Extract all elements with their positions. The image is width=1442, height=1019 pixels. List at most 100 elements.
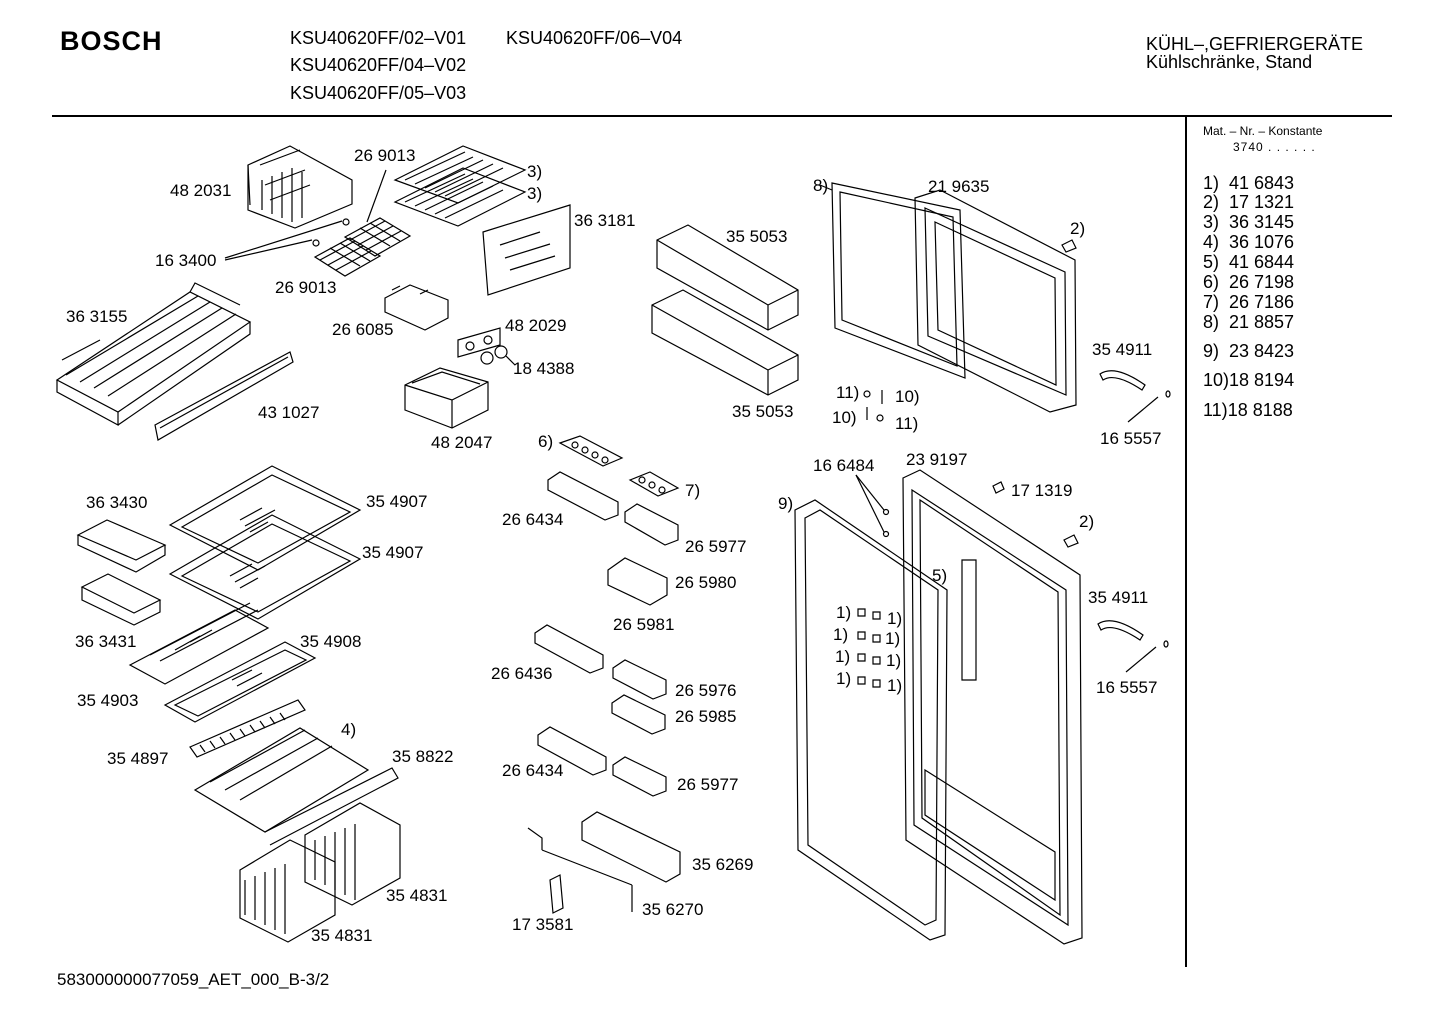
part-label: 16 5557 xyxy=(1096,678,1158,697)
part-label: 26 5980 xyxy=(675,573,737,592)
part-label: 1) xyxy=(833,625,849,644)
hinge-cap xyxy=(1064,535,1078,547)
part-label: 35 4907 xyxy=(362,543,424,562)
part-label: 2) xyxy=(1070,219,1086,238)
legend-value: 41 6844 xyxy=(1229,252,1295,272)
fastener xyxy=(858,609,880,687)
vent-grille xyxy=(190,700,305,757)
part-label: 5) xyxy=(932,566,948,585)
legend-value: 18 8188 xyxy=(1227,400,1293,420)
legend-item: 1)41 6843 xyxy=(1203,173,1294,193)
egg-tray xyxy=(560,436,678,496)
model-number: KSU40620FF/02–V01 xyxy=(290,28,467,48)
part-label: 26 5977 xyxy=(685,537,747,556)
part-label: 7) xyxy=(685,481,701,500)
part-label: 35 6269 xyxy=(692,855,754,874)
leader-line xyxy=(367,170,386,222)
part-label: 3) xyxy=(527,162,543,181)
model-number: KSU40620FF/05–V03 xyxy=(290,83,467,103)
part-label: 18 4388 xyxy=(513,359,575,378)
leader-line xyxy=(225,221,342,258)
door-handle xyxy=(1098,371,1170,672)
part-label: 1) xyxy=(887,676,903,695)
legend-value: 18 8194 xyxy=(1229,370,1295,390)
part-label: 35 4911 xyxy=(1088,588,1149,607)
part-label: 35 6270 xyxy=(642,900,704,919)
legend-key: 8) xyxy=(1203,312,1220,332)
part-label: 21 9635 xyxy=(928,177,990,196)
legend-value: 41 6843 xyxy=(1229,173,1295,193)
crisper-glass xyxy=(195,728,398,845)
part-label: 6) xyxy=(538,432,554,451)
leader-line xyxy=(820,185,832,190)
part-label: 48 2031 xyxy=(170,181,232,200)
legend-item: 8) 21 8857 xyxy=(1203,312,1294,332)
part-label: 35 4903 xyxy=(77,691,139,710)
legend-value: 36 3145 xyxy=(1229,212,1295,232)
fridge-door-gasket xyxy=(795,500,947,940)
legend-item: 10)18 8194 xyxy=(1203,370,1294,390)
category-title: KÜHL–,GEFRIERGERÄTE xyxy=(1146,34,1364,54)
model-number: KSU40620FF/04–V02 xyxy=(290,55,467,75)
part-label: 35 4908 xyxy=(300,632,362,651)
legend-constant: 3740 . . . . . . xyxy=(1233,140,1316,154)
freezer-door xyxy=(915,190,1076,412)
legend-value: 36 1076 xyxy=(1229,232,1295,252)
part-label: 1) xyxy=(836,669,852,688)
part-label: 4) xyxy=(341,720,357,739)
part-label: 26 6436 xyxy=(491,664,553,683)
header-divider xyxy=(52,115,1392,117)
screw-set xyxy=(864,390,883,421)
part-label: 11) xyxy=(895,414,919,433)
part-label: 16 3400 xyxy=(155,251,217,270)
part-label: 10) xyxy=(895,387,920,406)
leader-line xyxy=(225,240,312,260)
part-label: 43 1027 xyxy=(258,403,320,422)
legend-item: 7)26 7186 xyxy=(1203,292,1294,312)
legend-item: 11)18 8188 xyxy=(1203,400,1293,420)
legend-key: 5) xyxy=(1203,252,1220,272)
part-label: 35 4831 xyxy=(386,886,448,905)
document-id: 583000000077059_AET_000_B-3/2 xyxy=(57,970,330,989)
sidebar-divider xyxy=(1185,117,1187,967)
legend-key: 9) xyxy=(1203,341,1220,361)
part-label: 35 4831 xyxy=(311,926,373,945)
part-label: 36 3431 xyxy=(75,632,137,651)
legend-item: 2)17 1321 xyxy=(1203,192,1294,212)
door-bin xyxy=(535,472,680,882)
hinge-cap xyxy=(1062,240,1076,252)
legend-key: 4) xyxy=(1203,232,1220,252)
legend-item: 9)23 8423 xyxy=(1203,341,1294,361)
screw xyxy=(856,475,889,537)
part-label: 17 3581 xyxy=(512,915,574,934)
part-label: 1) xyxy=(886,651,902,670)
part-label: 36 3181 xyxy=(574,211,636,230)
part-label: 26 6085 xyxy=(332,320,394,339)
vegetable-drawer xyxy=(240,803,400,942)
legend-key: 3) xyxy=(1203,212,1220,232)
ice-cube-tray xyxy=(313,218,410,276)
part-label: 1) xyxy=(887,609,903,628)
part-label: 26 5985 xyxy=(675,707,737,726)
legend-item: 5) 41 6844 xyxy=(1203,252,1294,272)
freezer-tray xyxy=(395,146,525,226)
part-label: 26 5977 xyxy=(677,775,739,794)
brand-logo: BOSCH xyxy=(60,26,163,56)
legend-key: 7) xyxy=(1203,292,1220,312)
drawer xyxy=(405,368,488,428)
legend-value: 17 1321 xyxy=(1229,192,1295,212)
legend-item: 3) 36 3145 xyxy=(1203,212,1294,232)
part-label: 35 5053 xyxy=(726,227,788,246)
part-label: 9) xyxy=(778,494,794,513)
holder xyxy=(385,285,448,330)
part-label: 36 3430 xyxy=(86,493,148,512)
door-rack xyxy=(652,225,798,395)
part-label: 1) xyxy=(835,647,851,666)
clip-icon xyxy=(993,482,1004,493)
legend-value: 21 8857 xyxy=(1229,312,1295,332)
part-label: 26 9013 xyxy=(275,278,337,297)
strip xyxy=(155,352,293,440)
legend-key: 6) xyxy=(1203,272,1220,292)
part-label: 2) xyxy=(1079,512,1095,531)
part-label: 26 5981 xyxy=(613,615,675,634)
